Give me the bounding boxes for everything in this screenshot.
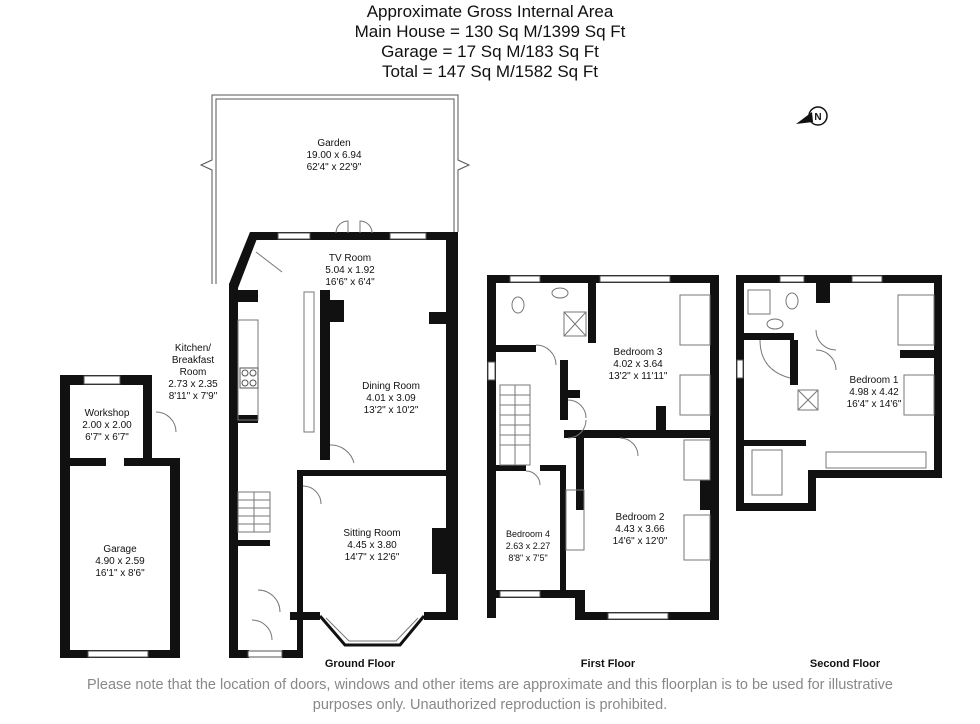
garage-label: Garage 4.90 x 2.59 16'1" x 8'6" [95,544,145,579]
svg-text:2.63 x 2.27: 2.63 x 2.27 [506,541,551,551]
svg-text:5.04 x 1.92: 5.04 x 1.92 [325,265,375,276]
svg-text:13'2" x 10'2": 13'2" x 10'2" [364,405,419,416]
svg-text:13'2" x 11'11": 13'2" x 11'11" [609,371,668,382]
second-floor-label: Second Floor [810,658,881,670]
svg-text:Dining Room: Dining Room [362,381,420,392]
kitchen-label: Kitchen/ Breakfast Room 2.73 x 2.35 8'11… [168,343,218,402]
svg-text:Bedroom 4: Bedroom 4 [506,529,550,539]
svg-text:Sitting Room: Sitting Room [343,528,400,539]
sitting-room-label: Sitting Room 4.45 x 3.80 14'7" x 12'6" [343,528,400,563]
svg-text:8'11" x 7'9": 8'11" x 7'9" [169,391,218,402]
compass-letter: N [814,112,821,123]
svg-text:4.98 x 4.42: 4.98 x 4.42 [849,387,899,398]
ground-windows [247,232,427,658]
svg-text:4.90 x 2.59: 4.90 x 2.59 [95,556,145,567]
svg-text:Bedroom 2: Bedroom 2 [616,512,665,523]
svg-text:4.02 x 3.64: 4.02 x 3.64 [613,359,663,370]
disclaimer-line-2: purposes only. Unauthorized reproduction… [312,697,668,713]
total-area: Total = 147 Sq M/1582 Sq Ft [382,62,598,81]
svg-text:4.01 x 3.09: 4.01 x 3.09 [366,393,416,404]
garden-outline [199,94,471,284]
svg-text:Workshop: Workshop [85,408,130,419]
svg-text:TV Room: TV Room [329,253,371,264]
svg-text:Garage: Garage [103,544,137,555]
garden-label: Garden 19.00 x 6.94 62'4" x 22'9" [306,138,361,173]
svg-text:Kitchen/: Kitchen/ [175,343,211,354]
svg-text:16'6" x 6'4": 16'6" x 6'4" [325,277,375,288]
hob-icon [239,367,259,389]
second-floor-walls [736,275,942,511]
tv-room-label: TV Room 5.04 x 1.92 16'6" x 6'4" [325,253,375,288]
svg-text:14'6" x 12'0": 14'6" x 12'0" [613,536,668,547]
svg-text:4.45 x 3.80: 4.45 x 3.80 [347,540,397,551]
bedroom-1-label: Bedroom 1 4.98 x 4.42 16'4" x 14'6" [847,375,902,410]
svg-text:Bedroom 1: Bedroom 1 [850,375,899,386]
bedroom-3-label: Bedroom 3 4.02 x 3.64 13'2" x 11'11" [609,347,668,382]
svg-text:19.00 x 6.94: 19.00 x 6.94 [306,150,361,161]
bay-window [318,615,426,647]
ground-floor-label: Ground Floor [325,658,396,670]
svg-text:16'1" x 8'6": 16'1" x 8'6" [95,568,145,579]
svg-text:Bedroom 3: Bedroom 3 [614,347,663,358]
ground-floor-walls [229,232,458,658]
svg-text:2.73 x 2.35: 2.73 x 2.35 [168,379,218,390]
disclaimer-line-1: Please note that the location of doors, … [86,677,893,693]
bedroom-2-label: Bedroom 2 4.43 x 3.66 14'6" x 12'0" [613,512,668,547]
svg-text:Room: Room [180,367,207,378]
svg-text:Breakfast: Breakfast [172,355,214,366]
svg-text:6'7" x 6'7": 6'7" x 6'7" [85,432,129,443]
svg-text:8'8" x 7'5": 8'8" x 7'5" [508,553,547,563]
main-house-area: Main House = 130 Sq M/1399 Sq Ft [354,22,626,41]
bedroom-4-label: Bedroom 4 2.63 x 2.27 8'8" x 7'5" [506,529,551,563]
svg-text:2.00 x 2.00: 2.00 x 2.00 [82,420,132,431]
compass-icon: N [796,106,828,126]
workshop-label: Workshop 2.00 x 2.00 6'7" x 6'7" [82,408,132,443]
svg-text:4.43 x 3.66: 4.43 x 3.66 [615,524,665,535]
dining-room-label: Dining Room 4.01 x 3.09 13'2" x 10'2" [362,381,420,416]
svg-text:62'4" x 22'9": 62'4" x 22'9" [307,162,362,173]
disclaimer-note: Please note that the location of doors, … [0,675,980,715]
first-floor-label: First Floor [581,658,636,670]
area-title: Approximate Gross Internal Area [366,2,614,21]
svg-text:14'7" x 12'6": 14'7" x 12'6" [345,552,400,563]
garage-area: Garage = 17 Sq M/183 Sq Ft [381,42,599,61]
svg-text:Garden: Garden [317,138,350,149]
svg-text:16'4" x 14'6": 16'4" x 14'6" [847,399,902,410]
